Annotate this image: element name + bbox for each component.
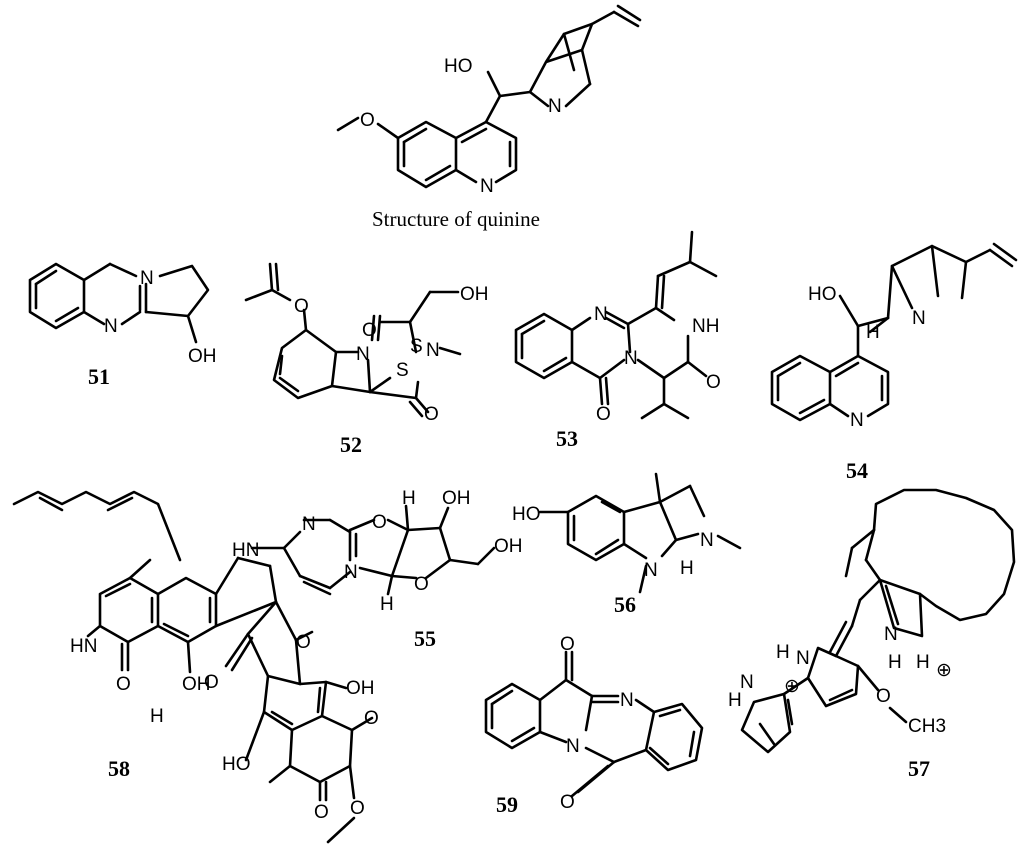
atom-label: NH [692, 316, 719, 337]
compound-51-structure: N N OH 51 [28, 262, 217, 389]
compound-number: 51 [88, 364, 110, 389]
atom-label: N [884, 624, 898, 645]
compound-53-structure: N N NH O O 53 [514, 230, 721, 451]
atom-label: N [850, 410, 864, 431]
atom-label: N [700, 530, 714, 551]
atom-label: O [414, 574, 429, 595]
atom-label: S [410, 336, 423, 357]
compound-number: 59 [496, 792, 518, 817]
atom-label: O [360, 110, 375, 131]
atom-label: N [480, 176, 494, 197]
compound-number: 54 [846, 458, 868, 483]
compound-55-structure: HN N N O O H OH OH H 55 [232, 488, 523, 651]
atom-label: N [426, 340, 440, 361]
compound-number: 58 [108, 756, 130, 781]
atom-label: N [104, 316, 118, 337]
compound-number: 52 [340, 432, 362, 457]
atom-label: H [680, 558, 694, 579]
atom-label: OH [494, 536, 523, 557]
atom-label: HO [222, 754, 251, 775]
atom-label: CH3 [908, 716, 946, 737]
atom-label: O [596, 404, 611, 425]
atom-label: O [294, 296, 309, 317]
atom-label: H [402, 488, 416, 509]
atom-label: OH [188, 346, 217, 367]
atom-label: N [624, 348, 638, 369]
atom-label: O [560, 792, 575, 813]
atom-label: H [776, 642, 790, 663]
atom-label: O [372, 512, 387, 533]
atom-label: OH [460, 284, 489, 305]
compound-54-structure: HO H N N 54 [770, 242, 1018, 483]
atom-label: H [866, 322, 880, 343]
compound-57-structure: H N ⊕ H N N H H ⊕ O CH3 57 [728, 488, 1016, 781]
atom-label: H [916, 652, 930, 673]
atom-label: N [302, 514, 316, 535]
atom-label: O [706, 372, 721, 393]
compound-number: 55 [414, 626, 436, 651]
atom-label: ⊕ [784, 676, 800, 697]
atom-label: H [150, 706, 164, 727]
atom-label: O [362, 320, 377, 341]
compound-59-structure: O N N O 59 [484, 634, 704, 817]
atom-label: H [380, 594, 394, 615]
atom-label: N [740, 672, 754, 693]
atom-label: O [350, 798, 365, 819]
atom-label: H [728, 690, 742, 711]
atom-label: S [396, 360, 409, 381]
atom-label: N [566, 736, 580, 757]
atom-label: N [548, 96, 562, 117]
figure-caption: Structure of quinine [372, 207, 540, 231]
atom-label: OH [442, 488, 471, 509]
atom-label: O [314, 802, 329, 823]
atom-label: N [356, 344, 370, 365]
atom-label: O [116, 674, 131, 695]
compound-number: 57 [908, 756, 930, 781]
atom-label: N [796, 648, 810, 669]
atom-label: HO [444, 56, 473, 77]
atom-label: O [296, 632, 311, 653]
atom-label: O [424, 404, 439, 425]
compound-56-structure: HO N N H 56 [512, 472, 742, 617]
atom-label: N [912, 308, 926, 329]
atom-label: HN [70, 636, 97, 657]
atom-label: O [204, 672, 219, 693]
atom-label: HN [232, 540, 259, 561]
atom-label: O [364, 708, 379, 729]
compound-number: 56 [614, 592, 636, 617]
quinine-structure: HO N N O Structure of quinine [336, 4, 642, 231]
atom-label: N [620, 690, 634, 711]
atom-label: N [644, 560, 658, 581]
atom-label: N [344, 562, 358, 583]
atom-label: OH [182, 674, 211, 695]
atom-label: N [594, 304, 608, 325]
atom-label: H [888, 652, 902, 673]
atom-label: HO [512, 504, 541, 525]
atom-label: OH [346, 678, 375, 699]
compound-52-structure: O N O OH S N S O 52 [244, 262, 489, 457]
atom-label: O [876, 686, 891, 707]
atom-label: HO [808, 284, 837, 305]
atom-label: ⊕ [936, 660, 952, 681]
atom-label: N [140, 268, 154, 289]
compound-58-structure: HN O OH H O O OH HO O O O 58 [12, 490, 379, 844]
atom-label: O [560, 634, 575, 655]
compound-number: 53 [556, 426, 578, 451]
